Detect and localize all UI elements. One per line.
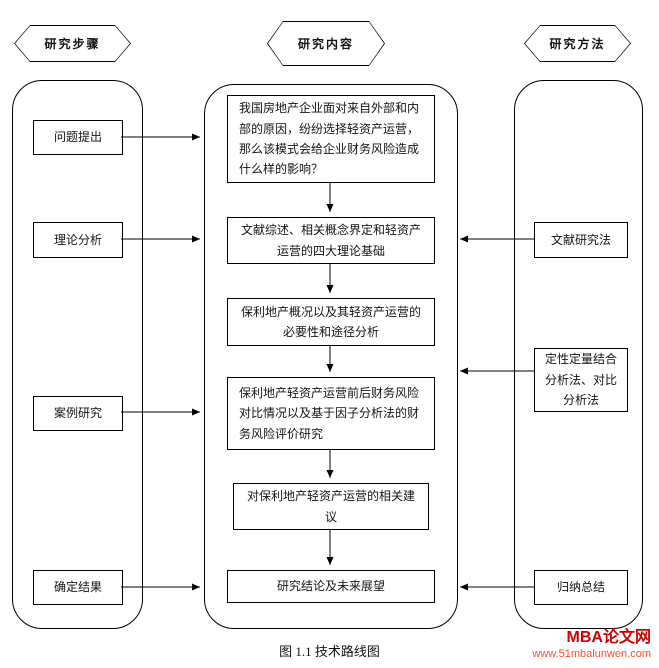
method-label: 归纳总结 (556, 580, 605, 595)
content-text: 保利地产轻资产运营前后财务风险对比情况以及基于因子分析法的财务风险评价研究 (239, 385, 420, 441)
step-label: 确定结果 (53, 580, 102, 595)
method-label: 文献研究法 (550, 232, 611, 247)
content-text: 对保利地产轻资产运营的相关建议 (246, 489, 415, 524)
step-box-problem: 问题提出 (33, 120, 123, 155)
content-box-risk-analysis: 保利地产轻资产运营前后财务风险对比情况以及基于因子分析法的财务风险评价研究 (227, 377, 435, 450)
step-box-theory: 理论分析 (33, 222, 123, 258)
content-text: 研究结论及未来展望 (276, 579, 385, 594)
column-steps (12, 80, 143, 629)
content-box-overview: 保利地产概况以及其轻资产运营的必要性和途径分析 (227, 298, 435, 346)
watermark: MBA论文网 www.51mbalunwen.com (532, 628, 651, 662)
step-label: 案例研究 (53, 406, 102, 421)
step-label: 问题提出 (53, 130, 102, 145)
method-box-quali-quant: 定性定量结合分析法、对比分析法 (534, 348, 628, 412)
step-label: 理论分析 (53, 232, 102, 247)
watermark-url: www.51mbalunwen.com (532, 648, 651, 660)
method-box-literature: 文献研究法 (534, 222, 628, 258)
content-text: 文献综述、相关概念界定和轻资产运营的四大理论基础 (240, 223, 421, 258)
header-hexagon-methods: 研究方法 (524, 25, 631, 62)
header-content-label: 研究内容 (297, 37, 354, 51)
header-steps-label: 研究步骤 (44, 37, 101, 51)
content-box-question: 我国房地产企业面对来自外部和内部的原因，纷纷选择轻资产运营，那么该模式会给企业财… (227, 95, 435, 183)
content-box-conclusion: 研究结论及未来展望 (227, 570, 435, 603)
watermark-title: MBA论文网 (566, 629, 651, 646)
method-label: 定性定量结合分析法、对比分析法 (544, 352, 617, 408)
content-box-literature: 文献综述、相关概念界定和轻资产运营的四大理论基础 (227, 217, 435, 264)
header-hexagon-steps: 研究步骤 (14, 25, 131, 62)
content-box-suggestions: 对保利地产轻资产运营的相关建议 (233, 483, 429, 530)
header-methods-label: 研究方法 (549, 37, 606, 51)
method-box-summary: 归纳总结 (534, 570, 628, 605)
step-box-case-study: 案例研究 (33, 396, 123, 431)
figure-caption: 图 1.1 技术路线图 (279, 644, 380, 659)
content-text: 保利地产概况以及其轻资产运营的必要性和途径分析 (240, 304, 421, 339)
header-hexagon-content: 研究内容 (267, 21, 385, 66)
content-text: 我国房地产企业面对来自外部和内部的原因，纷纷选择轻资产运营，那么该模式会给企业财… (239, 101, 420, 177)
step-box-results: 确定结果 (33, 570, 123, 605)
